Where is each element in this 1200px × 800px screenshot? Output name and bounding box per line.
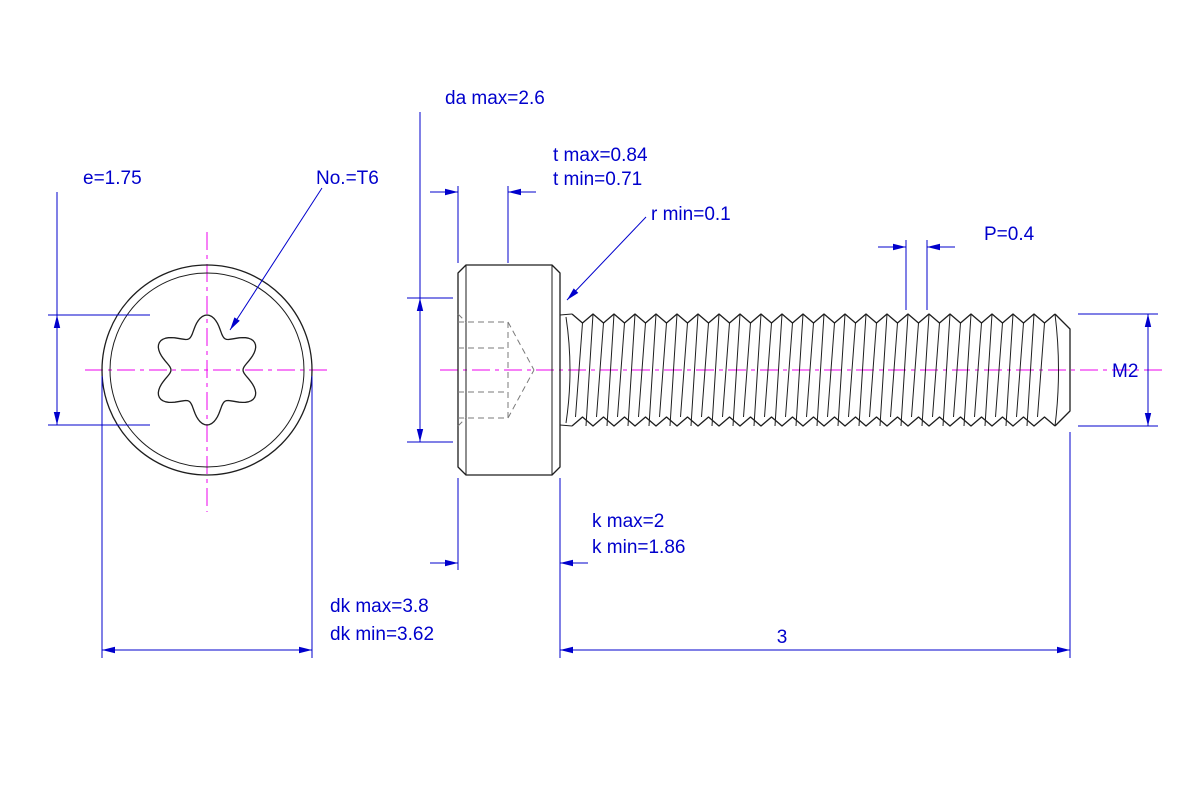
neck-top-line <box>559 313 573 316</box>
tip-chamfer-outline <box>1054 313 1071 427</box>
end-view <box>85 232 330 512</box>
recess-cone-hidden-line <box>507 321 535 371</box>
t-min-label: t min=0.71 <box>553 169 642 190</box>
drive-size-leader-line <box>229 187 323 331</box>
dimension-arrow <box>445 188 458 196</box>
dimension-arrow <box>560 559 573 567</box>
recess-cone-hidden-line <box>507 369 535 419</box>
dimension-arrow <box>445 559 458 567</box>
thread-top-profile <box>571 313 1056 324</box>
dimension-arrow <box>53 412 61 425</box>
dimension-labels: e=1.75 No.=T6 dk max=3.8 dk min=3.62 da … <box>83 88 1138 648</box>
r-leader-line <box>566 216 647 301</box>
recess-mouth-chamfer-line <box>457 313 467 323</box>
dimension-arrow <box>567 288 579 300</box>
dimension-arrow <box>230 317 240 330</box>
dimension-arrow <box>1057 646 1070 654</box>
dimension-arrow <box>508 188 521 196</box>
dimension-arrow <box>53 315 61 328</box>
dimension-arrow <box>102 646 115 654</box>
t-max-label: t max=0.84 <box>553 145 648 166</box>
hidden-recess-lines <box>457 313 535 427</box>
dimension-arrow <box>299 646 312 654</box>
dimension-arrow <box>893 243 906 251</box>
dimension-lines <box>48 112 1158 658</box>
dimension-arrow <box>927 243 940 251</box>
dimension-arrow <box>1144 314 1152 327</box>
da-max-label: da max=2.6 <box>445 88 545 109</box>
thread-region <box>571 313 1056 427</box>
neck-bottom-line <box>559 424 573 427</box>
dimension-arrow <box>1144 413 1152 426</box>
head-outer-circle <box>101 264 313 476</box>
thread-designation-label: M2 <box>1112 361 1138 382</box>
recess-mouth-chamfer-line <box>457 417 467 427</box>
thread-runout-curve <box>565 316 571 424</box>
torx-recess-outline <box>157 314 257 426</box>
tip-chamfer-curve <box>1054 313 1059 427</box>
r-min-label: r min=0.1 <box>651 204 731 225</box>
pitch-label: P=0.4 <box>984 224 1035 245</box>
head-chamfer-circle <box>109 272 305 468</box>
dimension-arrowheads <box>53 188 1152 654</box>
dk-min-label: dk min=3.62 <box>330 624 434 645</box>
side-view <box>440 264 1165 476</box>
dk-max-label: dk max=3.8 <box>330 596 429 617</box>
dimension-arrow <box>416 429 424 442</box>
k-min-label: k min=1.86 <box>592 537 685 558</box>
drive-size-label: No.=T6 <box>316 168 379 189</box>
dimension-arrow <box>560 646 573 654</box>
dimension-arrow <box>416 298 424 311</box>
thread-bottom-profile <box>571 416 1056 427</box>
e-dimension-label: e=1.75 <box>83 168 142 189</box>
thread-flank-lines <box>575 313 1045 427</box>
thread-length-label: 3 <box>777 627 788 648</box>
k-max-label: k max=2 <box>592 511 664 532</box>
